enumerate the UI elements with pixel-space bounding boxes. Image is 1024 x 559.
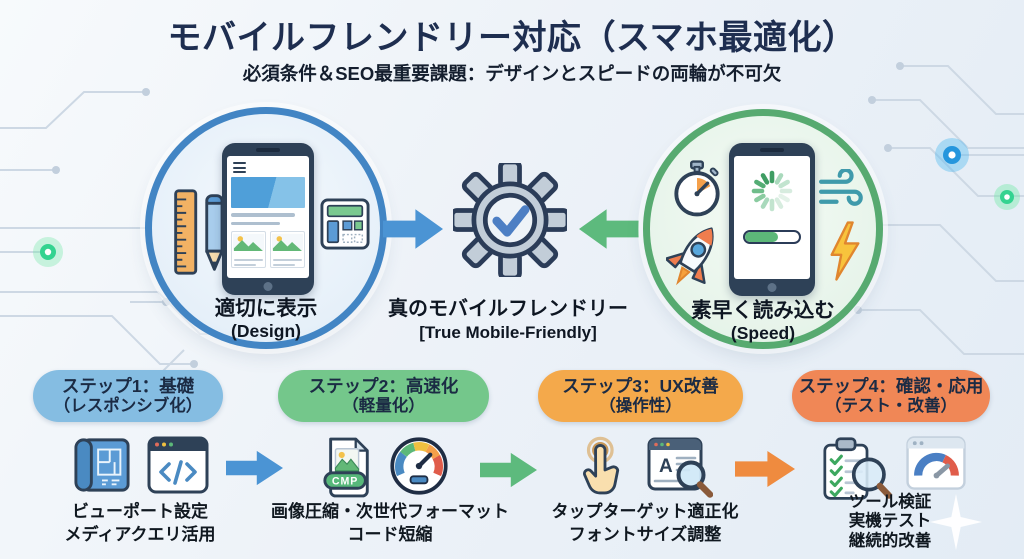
tap-target-icon bbox=[583, 436, 620, 495]
step2-icons: CMP bbox=[300, 436, 470, 500]
step3-pill: ステップ3：UX改善 （操作性） bbox=[538, 370, 743, 422]
step2-caption: 画像圧縮・次世代フォーマット コード短縮 bbox=[262, 500, 518, 546]
step4-pill: ステップ4：確認・応用 （テスト・改善） bbox=[792, 370, 990, 422]
step2-pill: ステップ2：高速化 （軽量化） bbox=[278, 370, 489, 422]
image-card bbox=[231, 231, 266, 268]
blueprint-icon bbox=[74, 438, 130, 492]
step1-title: ステップ1：基礎 bbox=[61, 375, 195, 396]
thumbnail-image-icon bbox=[233, 233, 264, 254]
step4-caption-line: 実機テスト bbox=[848, 512, 932, 531]
design-label: 適切に表示 (Design) bbox=[152, 297, 380, 341]
step1-caption: ビューポート設定 メディアクエリ活用 bbox=[30, 500, 250, 546]
hero-banner-block bbox=[231, 177, 305, 209]
pagespeed-gauge-icon bbox=[905, 436, 966, 490]
page-title: モバイルフレンドリー対応（スマホ最適化） bbox=[167, 19, 857, 57]
image-compression-icon: CMP bbox=[323, 437, 369, 498]
speed-circle: 素早く読み込む (Speed) bbox=[643, 109, 883, 349]
step3-title: ステップ3：UX改善 bbox=[562, 375, 719, 396]
design-phone-screen bbox=[227, 156, 309, 278]
font-letter: A bbox=[659, 456, 673, 477]
speed-to-core-arrow bbox=[579, 207, 639, 251]
text-line bbox=[231, 221, 280, 226]
core-label-jp: 真のモバイルフレンドリー bbox=[388, 298, 628, 320]
step3-subtitle: （操作性） bbox=[599, 396, 682, 415]
design-to-core-arrow bbox=[383, 209, 443, 249]
step1-caption-line: メディアクエリ活用 bbox=[64, 525, 216, 545]
step3-caption-line: タップターゲット適正化 bbox=[551, 502, 739, 521]
step3-to-step4-arrow bbox=[735, 451, 795, 487]
glow-node-green-right bbox=[994, 184, 1020, 210]
speed-label-en: (Speed) bbox=[730, 322, 796, 343]
core-label-en: [True Mobile-Friendly] bbox=[419, 323, 597, 342]
glow-node-blue-right bbox=[935, 138, 969, 172]
design-phone-mockup bbox=[222, 143, 314, 295]
step4-caption-line: 継続的改善 bbox=[848, 531, 932, 550]
loading-spinner-icon bbox=[751, 170, 793, 212]
step1-subtitle: （レスポンシブ化） bbox=[53, 396, 203, 415]
step4-icons bbox=[810, 436, 975, 502]
phone-home-button bbox=[263, 282, 273, 291]
lightning-icon bbox=[830, 221, 860, 281]
step3-caption-line: フォントサイズ調整 bbox=[568, 525, 722, 545]
rocket-icon bbox=[666, 227, 714, 286]
step2-caption-line: 画像圧縮・次世代フォーマット bbox=[271, 502, 509, 521]
phone-home-button bbox=[767, 283, 777, 292]
hamburger-menu-icon bbox=[231, 162, 305, 174]
design-circle: 適切に表示 (Design) bbox=[145, 107, 387, 349]
stopwatch-icon bbox=[674, 160, 720, 217]
phone-speaker bbox=[256, 148, 280, 152]
glow-node-green-left bbox=[33, 237, 63, 267]
true-mobile-friendly-label: 真のモバイルフレンドリー [True Mobile-Friendly] bbox=[373, 297, 643, 343]
checklist-audit-icon bbox=[822, 437, 892, 500]
step1-icons bbox=[40, 436, 240, 494]
step2-caption-line: コード短縮 bbox=[347, 525, 433, 545]
step3-caption: タップターゲット適正化 フォントサイズ調整 bbox=[525, 500, 765, 546]
step4-caption-line: ツール検証 bbox=[848, 493, 932, 511]
image-card bbox=[270, 231, 305, 268]
phone-speaker bbox=[760, 148, 784, 152]
step3-icons: A bbox=[560, 436, 730, 502]
speed-label: 素早く読み込む (Speed) bbox=[650, 299, 876, 343]
layout-grid-icon bbox=[320, 198, 370, 250]
code-window-icon bbox=[147, 436, 209, 494]
design-label-jp: 適切に表示 bbox=[214, 297, 318, 320]
progress-bar bbox=[743, 230, 801, 244]
page-subtitle: 必須条件＆SEO最重要課題：デザインとスピードの両輪が不可欠 bbox=[242, 63, 782, 84]
step2-title: ステップ2：高速化 bbox=[308, 375, 459, 396]
speedometer-icon bbox=[390, 437, 448, 495]
speed-phone-mockup bbox=[729, 143, 815, 296]
step2-subtitle: （軽量化） bbox=[342, 396, 425, 415]
speed-label-jp: 素早く読み込む bbox=[691, 299, 835, 322]
ruler-pencil-icon bbox=[174, 189, 224, 275]
speed-phone-screen bbox=[734, 156, 810, 279]
step2-to-step3-arrow bbox=[480, 452, 537, 488]
step1-caption-line: ビューポート設定 bbox=[72, 502, 208, 521]
design-label-en: (Design) bbox=[231, 320, 301, 341]
thumbnail-image-icon bbox=[272, 233, 303, 254]
text-line bbox=[231, 213, 295, 217]
cmp-badge-label: CMP bbox=[332, 475, 358, 487]
step1-pill: ステップ1：基礎 （レスポンシブ化） bbox=[33, 370, 223, 422]
font-size-adjust-icon: A bbox=[647, 437, 713, 498]
gear-check-icon bbox=[449, 159, 571, 281]
step4-subtitle: （テスト・改善） bbox=[825, 396, 957, 415]
step4-title: ステップ4：確認・応用 bbox=[798, 375, 984, 396]
step4-caption: ツール検証 実機テスト 継続的改善 bbox=[795, 493, 985, 551]
wind-icon bbox=[819, 169, 863, 206]
